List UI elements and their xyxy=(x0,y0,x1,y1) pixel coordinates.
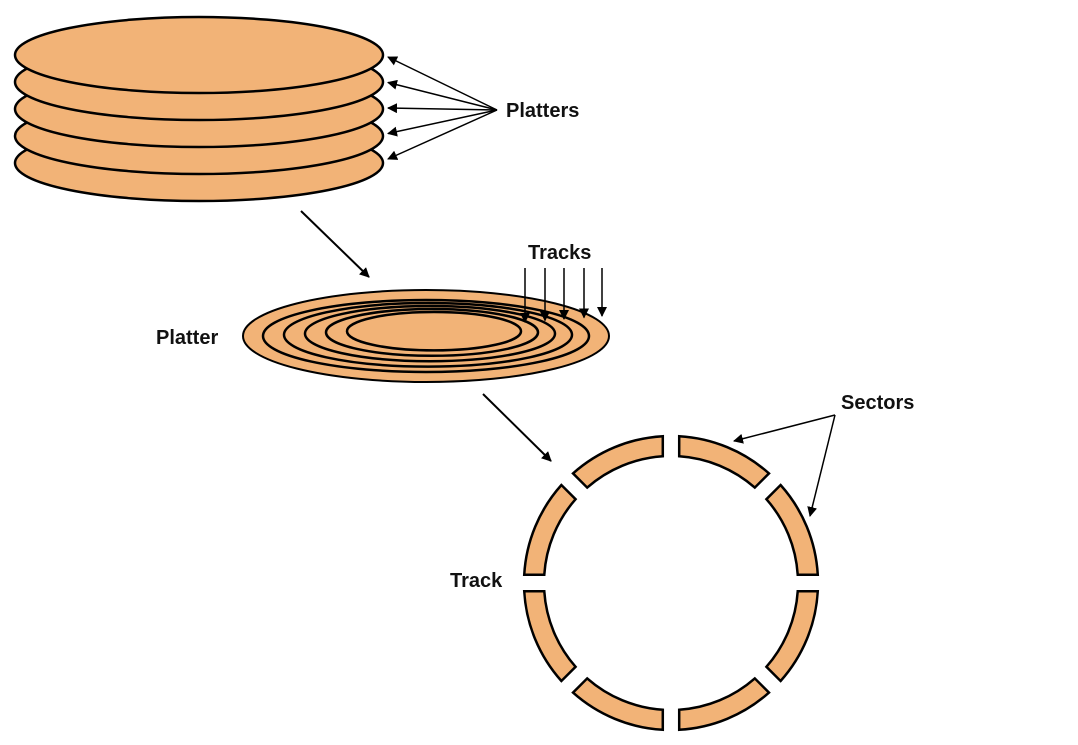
track-ring xyxy=(522,434,820,732)
platter-arrow xyxy=(387,109,498,160)
sector xyxy=(571,676,665,732)
track-circle xyxy=(345,310,523,352)
sector xyxy=(764,589,820,683)
sector xyxy=(522,589,578,683)
tracks-arrows xyxy=(520,268,607,323)
arrow-platter-to-track xyxy=(482,393,552,462)
platter-arrow xyxy=(387,56,498,111)
sector xyxy=(571,434,665,490)
tracks-label: Tracks xyxy=(528,242,591,264)
platter-label: Platter xyxy=(156,327,218,349)
sectors-label: Sectors xyxy=(841,392,914,414)
platter-stack xyxy=(13,15,385,203)
single-platter xyxy=(242,289,610,383)
track-label: Track xyxy=(450,570,503,592)
track-circle xyxy=(282,301,574,368)
sectors-arrow-1 xyxy=(733,414,836,444)
platters-label: Platters xyxy=(506,100,579,122)
arrow-stack-to-platter xyxy=(300,210,370,278)
platter-arrow xyxy=(387,103,498,114)
sector xyxy=(522,483,578,577)
platter-disk xyxy=(13,15,385,95)
sector xyxy=(677,676,771,732)
sector xyxy=(764,483,820,577)
sectors-arrow-2 xyxy=(807,414,836,517)
track-circle xyxy=(303,304,557,363)
platter-arrow xyxy=(387,109,498,137)
sector xyxy=(677,434,771,490)
platters-arrows xyxy=(387,56,498,160)
track-circle xyxy=(324,307,540,358)
platter-arrow xyxy=(387,79,498,111)
track-circle xyxy=(261,298,591,374)
